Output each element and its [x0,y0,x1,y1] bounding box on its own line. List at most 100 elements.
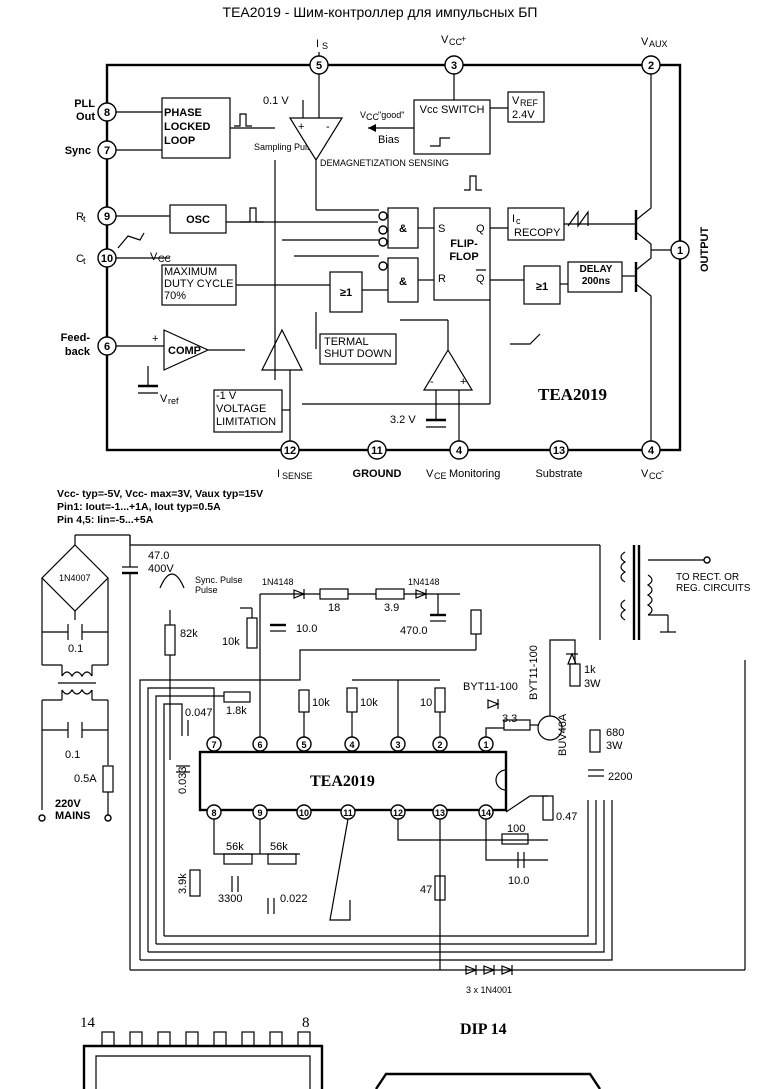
svg-text:6: 6 [257,740,262,750]
vce-comparator [422,348,474,391]
svg-text:100: 100 [507,823,525,835]
svg-text:Monitoring: Monitoring [449,468,500,480]
svg-text:+: + [298,121,304,133]
svg-text:Pulse: Pulse [195,585,218,595]
svg-text:3.2 V: 3.2 V [390,414,416,426]
pin-11: 11 GROUND [353,440,402,480]
svg-text:BUV46A: BUV46A [557,713,569,756]
svg-text:1N4148: 1N4148 [262,577,294,587]
svg-text:3: 3 [451,60,457,72]
isense-amp [261,328,303,371]
svg-text:3 x 1N4001: 3 x 1N4001 [466,985,512,995]
svg-text:3W: 3W [606,740,623,752]
svg-text:I: I [277,468,280,480]
svg-text:8: 8 [211,808,216,818]
svg-text:10k: 10k [360,697,378,709]
svg-text:10k: 10k [312,697,330,709]
svg-text:V: V [150,251,158,263]
app-bottom-pins: 8 9 10 11 12 13 14 [206,804,494,820]
svg-text:11: 11 [371,445,383,457]
svg-text:Q: Q [476,273,485,285]
svg-text:V: V [641,36,649,48]
svg-text:0.1: 0.1 [68,643,83,655]
svg-text:2.4V: 2.4V [512,109,535,121]
or-gate-1 [329,271,363,313]
svg-text:0.047: 0.047 [185,707,213,719]
package-outline: 14 8 DIP 14 [80,1015,601,1089]
svg-text:10: 10 [420,697,432,709]
svg-text:c: c [516,216,521,226]
svg-text:10.0: 10.0 [296,623,317,635]
svg-text:9: 9 [257,808,262,818]
svg-text:DIP 14: DIP 14 [460,1021,507,1038]
svg-text:2: 2 [437,740,442,750]
pll-block [161,97,231,159]
svg-text:12: 12 [284,445,296,457]
fuse [102,765,114,793]
svg-text:470.0: 470.0 [400,625,428,637]
svg-text:-: - [430,376,434,388]
svg-text:CC: CC [158,254,171,264]
svg-text:-: - [326,121,330,133]
svg-text:3.3: 3.3 [502,713,517,725]
svg-text:14: 14 [481,808,491,818]
vcc-switch-block [413,99,491,155]
pin-7: 7 Sync [65,140,162,160]
svg-text:AUX: AUX [649,39,668,49]
svg-text:47.0: 47.0 [148,550,169,562]
svg-text:Sync: Sync [65,145,91,157]
svg-text:5: 5 [316,60,322,72]
svg-text:4: 4 [456,445,463,457]
svg-text:14: 14 [80,1015,96,1031]
svg-text:82k: 82k [180,628,198,640]
svg-text:I: I [512,213,515,225]
svg-text:OUTPUT: OUTPUT [699,227,711,273]
svg-text:7: 7 [104,145,110,157]
pin-6: 6 Feed-back [61,332,164,358]
svg-text:10.0: 10.0 [508,875,529,887]
resistor-82k [164,624,176,656]
svg-text:2: 2 [648,60,654,72]
svg-text:680: 680 [606,727,624,739]
svg-text:Sampling Pulse: Sampling Pulse [254,142,317,152]
svg-text:400V: 400V [148,563,174,575]
svg-text:TEA2019: TEA2019 [538,385,607,404]
svg-text:CC: CC [649,471,662,481]
svg-text:V: V [160,393,168,405]
svg-text:11: 11 [343,808,353,818]
svg-text:BYT11-100: BYT11-100 [463,681,518,693]
svg-text:≥1: ≥1 [536,281,548,293]
svg-text:+: + [460,376,466,388]
svg-text:56k: 56k [270,841,288,853]
specs-text: Vcc- typ=-5V, Vcc- max=3V, Vaux typ=15V … [57,488,263,526]
svg-text:3W: 3W [584,678,601,690]
page-title: TEA2019 - Шим-контроллер для импульсных … [223,4,538,20]
svg-text:CC: CC [366,112,379,122]
svg-text:1: 1 [483,740,488,750]
svg-text:3300: 3300 [218,893,242,905]
svg-text:47: 47 [420,884,432,896]
pin-8: 8 PLL Out [74,98,162,123]
flipflop-block [433,207,491,301]
svg-text:1k: 1k [584,664,596,676]
vlimit-block [213,389,283,433]
svg-text:0.022: 0.022 [280,893,308,905]
svg-text:Bias: Bias [378,134,400,146]
svg-text:0.1: 0.1 [65,749,80,761]
svg-text:CE: CE [434,471,447,481]
svg-text:10: 10 [101,253,113,265]
svg-text:56k: 56k [226,841,244,853]
svg-text:t: t [83,214,86,224]
svg-text:&: & [399,276,407,288]
svg-text:V: V [426,468,434,480]
resistor-18 [319,588,349,600]
svg-text:t: t [83,256,86,266]
svg-text:SENSE: SENSE [282,471,313,481]
svg-text:GROUND: GROUND [353,468,402,480]
svg-text:1.8k: 1.8k [226,705,247,717]
